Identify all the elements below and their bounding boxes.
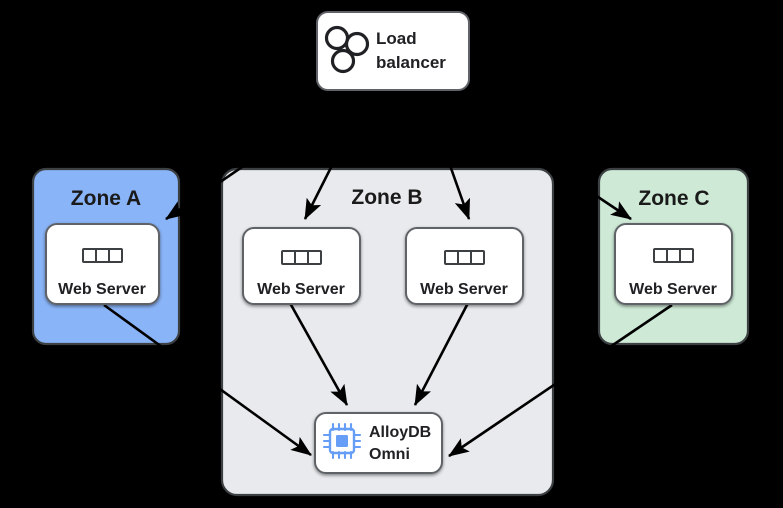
zone-c-label: Zone C <box>638 187 709 210</box>
web-server-b1-box <box>242 227 361 305</box>
alloydb-omni-label-line2: Omni <box>369 446 410 463</box>
web-server-a-box <box>45 223 160 305</box>
edge-lb-to-web-server-a[interactable] <box>165 90 353 221</box>
edge-web-server-a-to-alloydb[interactable] <box>103 303 312 457</box>
edge-lb-to-web-server-b1[interactable] <box>303 91 371 220</box>
load-balancer-label-line2: balancer <box>376 53 446 72</box>
web-server-b2-box <box>405 227 524 305</box>
alloydb-omni-box <box>314 412 443 474</box>
server-rack-icon <box>281 250 322 265</box>
edge-web-server-b1-to-alloydb[interactable] <box>288 302 349 406</box>
load-balancer-label-line1: Load <box>376 29 417 48</box>
server-rack-icon <box>82 248 123 263</box>
alloydb-omni-label-line1: AlloyDB <box>369 424 431 441</box>
server-rack-icon <box>444 250 485 265</box>
web-server-c-node[interactable]: Web Server <box>614 223 733 305</box>
load-balancer-box <box>316 11 470 91</box>
edge-web-server-c-to-alloydb[interactable] <box>448 303 673 458</box>
zone-a-label: Zone A <box>71 187 141 210</box>
alloydb-omni-node[interactable]: AlloyDB Omni <box>314 412 443 474</box>
cpu-chip-icon <box>322 422 362 460</box>
edge-lb-to-web-server-b2[interactable] <box>422 91 471 220</box>
edge-lb-to-web-server-c[interactable] <box>440 90 632 221</box>
web-server-b1-label: Web Server <box>257 281 345 298</box>
web-server-c-label: Web Server <box>629 281 717 298</box>
edge-web-server-b2-to-alloydb[interactable] <box>413 302 470 406</box>
web-server-b2-label: Web Server <box>420 281 508 298</box>
load-balancer-node[interactable]: Load balancer <box>316 11 470 91</box>
server-rack-icon <box>653 248 694 263</box>
web-server-b1-node[interactable]: Web Server <box>242 227 361 305</box>
web-server-c-box <box>614 223 733 305</box>
three-circles-icon <box>324 25 370 74</box>
web-server-b2-node[interactable]: Web Server <box>405 227 524 305</box>
zone-b-label: Zone B <box>351 186 422 209</box>
web-server-a-label: Web Server <box>58 281 146 298</box>
web-server-a-node[interactable]: Web Server <box>45 223 160 305</box>
